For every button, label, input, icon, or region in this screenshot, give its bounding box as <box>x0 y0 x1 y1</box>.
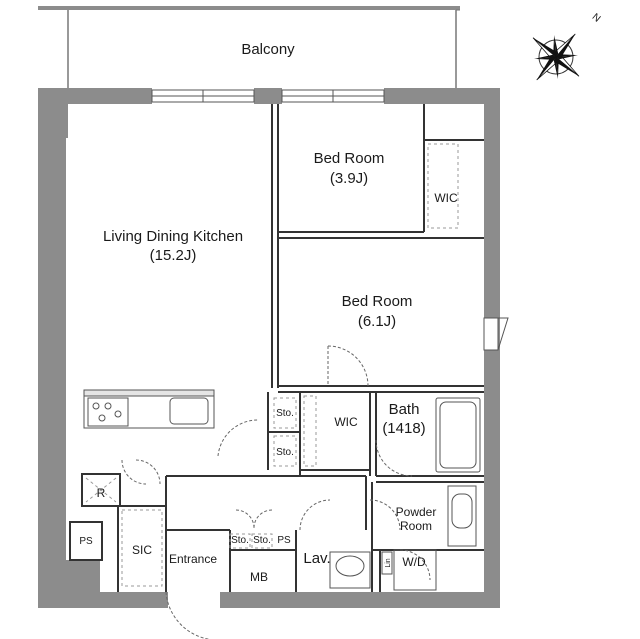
ldk-size: (15.2J) <box>150 247 197 264</box>
bath-name: Bath <box>389 401 420 418</box>
kitchen-counter <box>83 389 215 429</box>
bed2-size: (6.1J) <box>358 313 396 330</box>
room-labels: Living Dining Kitchen (15.2J) Bed Room (… <box>79 150 458 584</box>
bed1-size: (3.9J) <box>330 170 368 187</box>
sto-lower: Sto. <box>276 447 294 458</box>
balcony-label: Balcony <box>241 41 295 58</box>
bed1-name: Bed Room <box>314 150 385 167</box>
lin-label: Lin <box>385 558 392 567</box>
door-swings <box>121 345 431 639</box>
closet-dashes <box>85 143 459 587</box>
balcony: Balcony <box>38 6 460 90</box>
mb-label: MB <box>250 570 268 584</box>
sic-label: SIC <box>132 543 152 557</box>
ldk-name: Living Dining Kitchen <box>103 228 243 245</box>
sto-a-label: Sto. <box>231 535 249 546</box>
right-window <box>483 317 509 351</box>
refrigerator-label: R <box>97 486 106 500</box>
sto-b-label: Sto. <box>253 535 271 546</box>
bath-size: (1418) <box>382 420 425 437</box>
ps-mid-label: PS <box>277 535 291 546</box>
sto-upper: Sto. <box>276 408 294 419</box>
north-label: N <box>590 12 603 25</box>
entrance-label: Entrance <box>169 552 217 566</box>
interior-walls <box>69 104 484 592</box>
powder-room-line2: Room <box>400 519 432 533</box>
outer-walls <box>38 88 500 608</box>
wic-label: WIC <box>334 415 358 429</box>
ps-left-label: PS <box>79 536 93 547</box>
lav-label: Lav. <box>303 550 330 567</box>
powder-room-line1: Powder <box>396 505 437 519</box>
top-windows <box>151 89 385 103</box>
compass-rose: N <box>532 12 603 81</box>
bathtub <box>435 397 481 473</box>
powder-room-fixtures <box>329 485 477 591</box>
bed1-wic: WIC <box>434 191 458 205</box>
wd-label: W/D <box>402 555 426 569</box>
bed2-name: Bed Room <box>342 293 413 310</box>
